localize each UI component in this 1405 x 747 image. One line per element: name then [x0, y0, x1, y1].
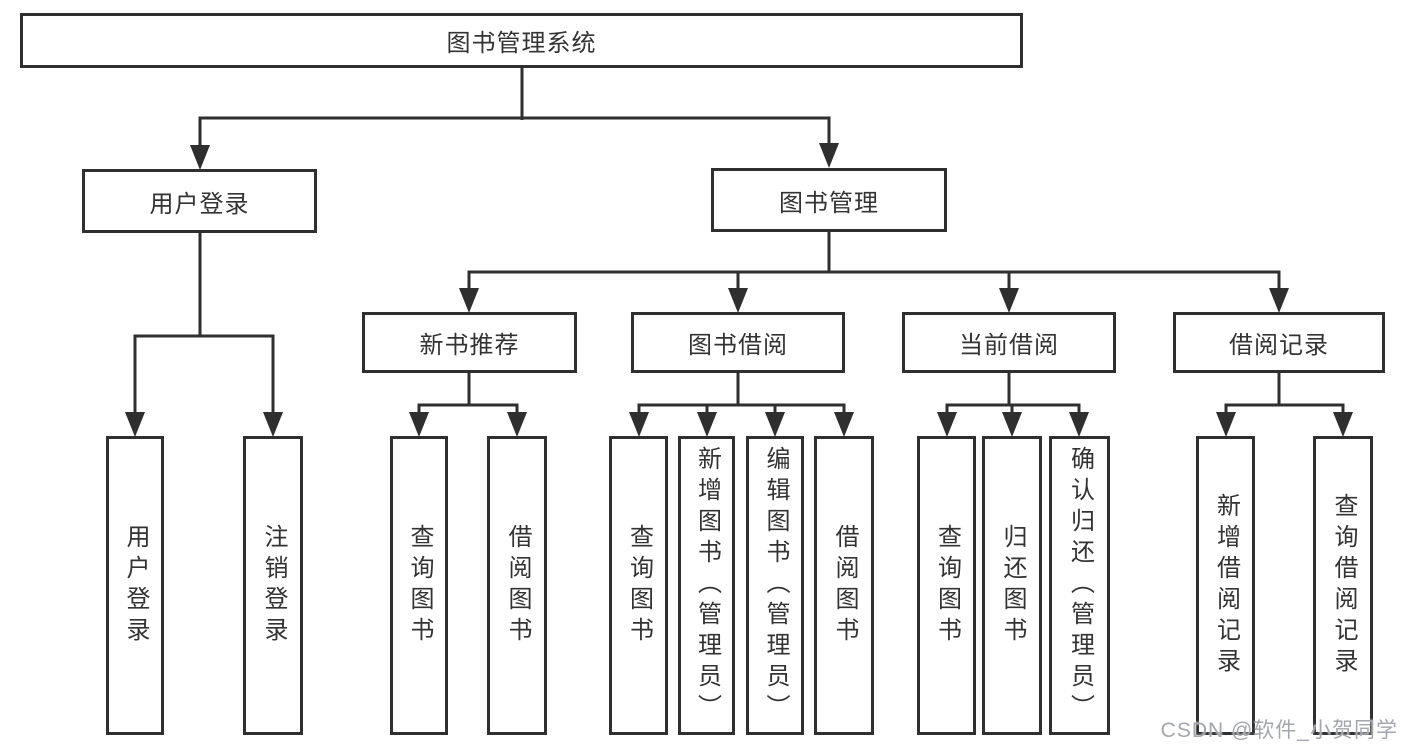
node-book-borrowing: 图书借阅: [631, 312, 845, 373]
node-borrowing-records: 借阅记录: [1173, 312, 1385, 373]
arrow-down-icon: [125, 412, 145, 437]
arrow-down-icon: [765, 412, 785, 437]
connector-line: [637, 403, 846, 415]
arrow-down-icon: [697, 412, 717, 437]
leaf-borrow-books-recommend: 借阅图书: [487, 436, 547, 735]
connector-line: [133, 334, 275, 415]
leaf-query-books-borrowing: 查询图书: [609, 436, 668, 735]
connector-line: [1224, 403, 1345, 415]
node-current-borrowing: 当前借阅: [902, 312, 1116, 373]
arrow-down-icon: [1216, 412, 1236, 437]
arrow-down-icon: [999, 288, 1019, 313]
arrow-down-icon: [937, 412, 957, 437]
leaf-return-book: 归还图书: [982, 436, 1042, 735]
arrow-down-icon: [263, 412, 283, 437]
arrow-down-icon: [819, 143, 839, 168]
leaf-edit-book-admin: 编辑图书（管理员）: [746, 436, 804, 735]
leaf-add-book-admin: 新增图书（管理员）: [678, 436, 735, 735]
connector-line: [467, 270, 1281, 290]
connector-line: [417, 403, 519, 415]
connector-line: [198, 116, 831, 148]
leaf-query-borrow-record: 查询借阅记录: [1313, 436, 1373, 735]
leaf-borrow-books-borrowing: 借阅图书: [814, 436, 874, 735]
arrow-down-icon: [1002, 412, 1022, 437]
arrow-down-icon: [834, 412, 854, 437]
arrow-down-icon: [629, 412, 649, 437]
node-new-book-recommend: 新书推荐: [362, 312, 577, 373]
watermark: CSDN @软件_小贺同学: [1160, 719, 1398, 742]
arrow-down-icon: [1069, 412, 1089, 437]
arrow-down-icon: [190, 145, 210, 170]
node-user-login-group: 用户登录: [82, 169, 317, 233]
leaf-logout: 注销登录: [243, 436, 303, 735]
arrow-down-icon: [1269, 288, 1289, 313]
arrow-down-icon: [507, 412, 527, 437]
node-library-system: 图书管理系统: [20, 13, 1023, 68]
arrow-down-icon: [459, 288, 479, 313]
arrow-down-icon: [728, 288, 748, 313]
arrow-down-icon: [1333, 412, 1353, 437]
leaf-add-borrow-record: 新增借阅记录: [1196, 436, 1255, 735]
arrow-down-icon: [409, 412, 429, 437]
leaf-query-books-current: 查询图书: [917, 436, 976, 735]
leaf-user-login: 用户登录: [106, 436, 164, 735]
leaf-confirm-return-admin: 确认归还（管理员）: [1049, 436, 1110, 735]
node-book-management: 图书管理: [711, 168, 947, 232]
leaf-query-books-recommend: 查询图书: [390, 436, 448, 735]
